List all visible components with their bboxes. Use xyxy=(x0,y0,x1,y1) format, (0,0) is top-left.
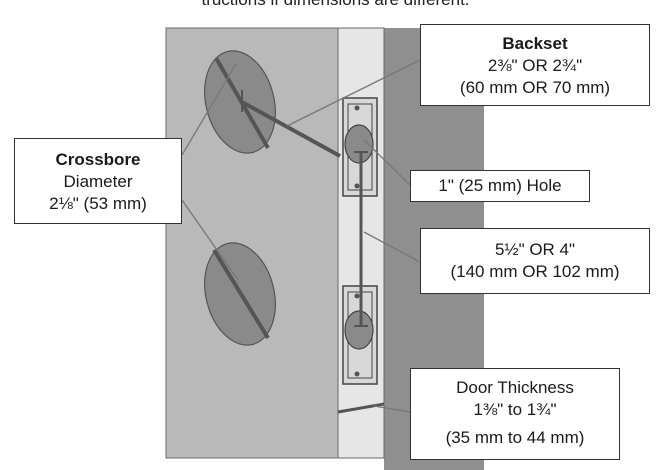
backset-imperial: 2⅜" OR 2¾" xyxy=(487,56,583,75)
crossbore-title: Crossbore xyxy=(55,150,141,169)
leader-backset xyxy=(286,59,421,127)
edge-hole-upper xyxy=(344,124,374,164)
leader-crossbore-lower xyxy=(181,199,239,281)
backset-label: Backset 2⅜" OR 2¾" (60 mm OR 70 mm) xyxy=(420,24,650,106)
screw-hole xyxy=(354,105,360,111)
thickness-metric: (35 mm to 44 mm) xyxy=(445,428,585,447)
thickness-label: Door Thickness 1⅜" to 1¾" (35 mm to 44 m… xyxy=(410,368,620,460)
spacing-imperial: 5½" OR 4" xyxy=(494,240,576,259)
edge-hole-lower xyxy=(344,310,374,350)
hole-label: 1" (25 mm) Hole xyxy=(410,170,590,202)
leader-thickness xyxy=(373,405,411,413)
leader-hole xyxy=(363,139,411,186)
thickness-title: Door Thickness xyxy=(456,378,574,397)
backset-metric: (60 mm OR 70 mm) xyxy=(459,78,611,97)
screw-hole xyxy=(354,293,360,299)
crossbore-lower-diameter xyxy=(212,248,270,340)
leader-spacing xyxy=(363,231,421,263)
leader-crossbore-upper xyxy=(181,63,237,156)
screw-hole xyxy=(354,183,360,189)
screw-hole xyxy=(354,371,360,377)
instruction-text-fragment: tructions if dimensions are different. xyxy=(0,0,671,14)
spacing-metric: (140 mm OR 102 mm) xyxy=(450,262,620,281)
thickness-imperial: 1⅜" to 1¾" xyxy=(473,400,557,419)
spacing-label: 5½" OR 4" (140 mm OR 102 mm) xyxy=(420,228,650,294)
thickness-line xyxy=(337,402,385,414)
hole-size: 1" (25 mm) Hole xyxy=(438,176,562,195)
backset-line xyxy=(241,100,341,158)
backset-title: Backset xyxy=(502,34,568,53)
crossbore-subtitle: Diameter xyxy=(63,172,133,191)
crossbore-size: 2⅛" (53 mm) xyxy=(49,194,147,213)
crossbore-label: Crossbore Diameter 2⅛" (53 mm) xyxy=(14,138,182,224)
